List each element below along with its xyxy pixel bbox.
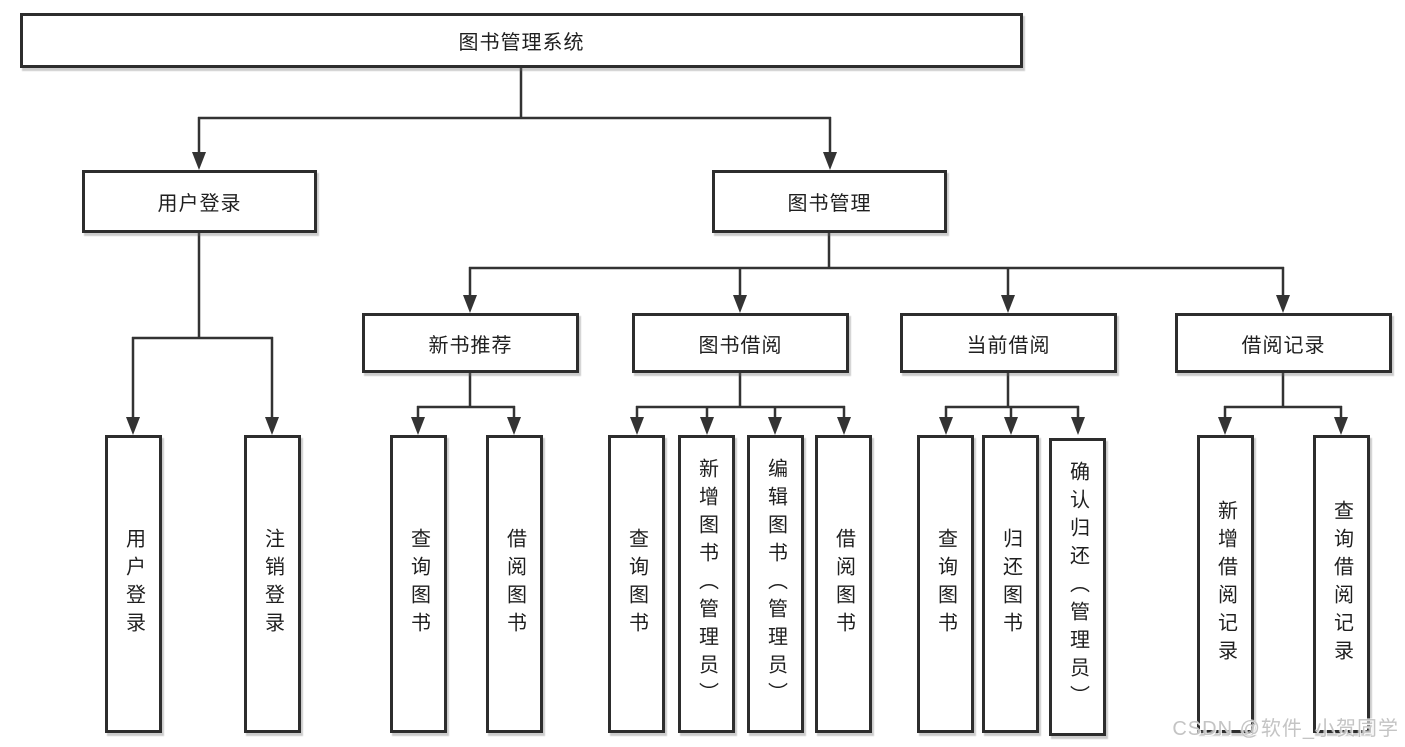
- leaf-logout-label: 注销登录: [261, 528, 284, 640]
- leaf-bb-borrow-books: 借阅图书: [815, 435, 872, 733]
- leaf-bb-add-books-admin: 新增图书（管理员）: [678, 435, 735, 733]
- leaf-cb-confirm-return-admin-label: 确认归还（管理员）: [1066, 461, 1089, 713]
- leaf-br-add-record: 新增借阅记录: [1197, 435, 1254, 733]
- node-user-login-group-label: 用户登录: [157, 193, 242, 215]
- leaf-bb-edit-books-admin: 编辑图书（管理员）: [747, 435, 804, 733]
- leaf-logout: 注销登录: [244, 435, 301, 733]
- node-new-book-recommend: 新书推荐: [362, 313, 579, 373]
- node-book-borrowing-label: 图书借阅: [698, 334, 783, 357]
- leaf-nbr-query-books: 查询图书: [390, 435, 447, 733]
- node-current-borrowing-label: 当前借阅: [966, 334, 1051, 357]
- leaf-cb-query-books-label: 查询图书: [934, 528, 957, 640]
- watermark: CSDN @软件_小贺同学: [1172, 718, 1399, 740]
- node-book-management-label: 图书管理: [787, 193, 872, 215]
- leaf-bb-query-books-label: 查询图书: [625, 528, 648, 640]
- leaf-nbr-borrow-books: 借阅图书: [486, 435, 543, 733]
- node-user-login-group: 用户登录: [82, 170, 317, 233]
- leaf-bb-add-books-admin-label: 新增图书（管理员）: [695, 458, 718, 710]
- leaf-br-query-record: 查询借阅记录: [1313, 435, 1370, 733]
- node-borrow-records: 借阅记录: [1175, 313, 1392, 373]
- leaf-user-login-label: 用户登录: [122, 528, 145, 640]
- leaf-br-query-record-label: 查询借阅记录: [1330, 500, 1353, 668]
- node-book-borrowing: 图书借阅: [632, 313, 849, 373]
- leaf-bb-edit-books-admin-label: 编辑图书（管理员）: [764, 458, 787, 710]
- node-new-book-recommend-label: 新书推荐: [428, 334, 513, 357]
- node-book-management: 图书管理: [712, 170, 947, 233]
- leaf-user-login: 用户登录: [105, 435, 162, 733]
- leaf-br-add-record-label: 新增借阅记录: [1214, 500, 1237, 668]
- leaf-nbr-borrow-books-label: 借阅图书: [503, 528, 526, 640]
- leaf-cb-return-books: 归还图书: [982, 435, 1039, 733]
- leaf-cb-confirm-return-admin: 确认归还（管理员）: [1049, 438, 1106, 736]
- node-current-borrowing: 当前借阅: [900, 313, 1117, 373]
- leaf-cb-return-books-label: 归还图书: [999, 528, 1022, 640]
- node-root-label: 图书管理系统: [458, 32, 585, 54]
- leaf-nbr-query-books-label: 查询图书: [407, 528, 430, 640]
- leaf-cb-query-books: 查询图书: [917, 435, 974, 733]
- node-root: 图书管理系统: [20, 13, 1023, 68]
- node-borrow-records-label: 借阅记录: [1241, 334, 1326, 357]
- leaf-bb-borrow-books-label: 借阅图书: [832, 528, 855, 640]
- arrowhead-icons: [126, 152, 1348, 435]
- leaf-bb-query-books: 查询图书: [608, 435, 665, 733]
